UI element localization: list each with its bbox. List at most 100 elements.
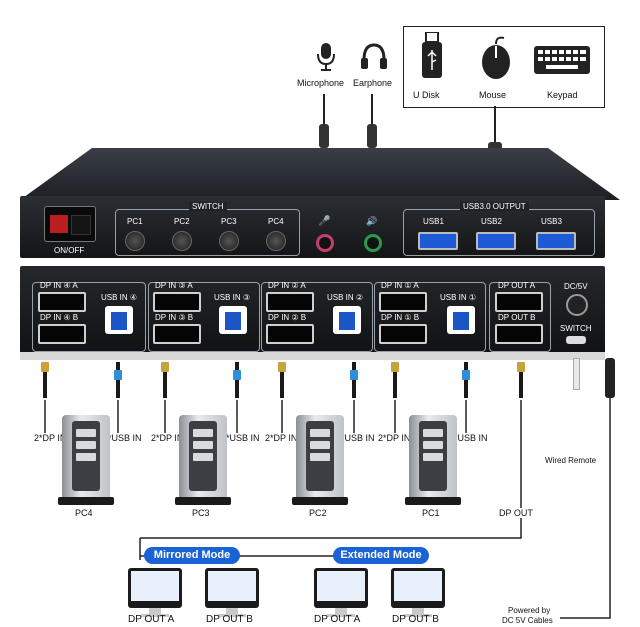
dp-in1b-label: DP IN ① B [381,313,420,322]
usb-cable [352,362,356,398]
dp-in4b-port[interactable] [38,324,86,344]
dp-in2a-port[interactable] [266,292,314,312]
dp-in3b-label: DP IN ③ B [155,313,194,322]
dp-out-cable-tip [517,362,525,372]
udisk-label: U Disk [413,90,440,100]
dp-cable [163,362,167,398]
usb-in4-label: USB IN ④ [101,293,138,302]
earphone-jack[interactable] [364,234,382,252]
usb3-port[interactable] [536,232,576,250]
dp-in3b-port[interactable] [153,324,201,344]
usb-cable [116,362,120,398]
monitor [391,568,445,617]
pc3-button[interactable] [219,231,239,251]
dp-in1a-label: DP IN ① A [381,281,419,290]
dc-label: DC/5V [564,282,588,291]
dp-in4a-port[interactable] [38,292,86,312]
pc1-button-label: PC1 [127,217,143,226]
pc3-tower [175,415,231,505]
dp-cable [43,362,47,398]
dp-in3a-port[interactable] [153,292,201,312]
pc2-tower [292,415,348,505]
speaker-jack-icon: 🔊 [366,216,378,226]
mouse-icon [480,36,512,80]
dp-cable-tip [391,362,399,372]
switch-port[interactable] [566,336,586,344]
input-group-1 [374,282,486,352]
dp-cable [280,362,284,398]
usb-cable [235,362,239,398]
usb-cable-tip [233,370,241,380]
usb1-port[interactable] [418,232,458,250]
usb-in1-port[interactable] [447,306,475,334]
usb-in-label-1: 1*USB IN [449,433,488,443]
mouse-label: Mouse [479,90,507,100]
usb3-label: USB3 [541,217,562,226]
earphone-icon [360,42,388,72]
dp-in1a-port[interactable] [379,292,427,312]
pc2-label: PC2 [309,508,327,518]
usb-in2-port[interactable] [333,306,361,334]
usb-in3-port[interactable] [219,306,247,334]
monitor [314,568,368,617]
mic-jack[interactable] [316,234,334,252]
pc4-label: PC4 [75,508,93,518]
pc4-tower [58,415,114,505]
usb2-port[interactable] [476,232,516,250]
pc1-label: PC1 [422,508,440,518]
powered-by-label: Powered by [508,606,551,615]
dp-in-label-2: 2*DP IN [265,433,298,443]
usb-in3-label: USB IN ③ [214,293,251,302]
dp-in-label-1: 2*DP IN [378,433,411,443]
usb-output-title: USB3.0 OUTPUT [460,202,529,211]
usb-in-label-3: 1*USB IN [221,433,260,443]
usb-cable-tip [462,370,470,380]
dp-cable-tip [278,362,286,372]
usb-cable-line [494,106,496,144]
power-switch[interactable] [44,206,96,242]
dp-in4b-label: DP IN ④ B [40,313,79,322]
pc2-button[interactable] [172,231,192,251]
power-label: ON/OFF [54,246,85,255]
dp-out-a-port[interactable] [495,292,543,312]
earphone-label: Earphone [353,78,393,88]
pc1-button[interactable] [125,231,145,251]
dp-in2b-port[interactable] [266,324,314,344]
dp-in-label-3: 2*DP IN [151,433,184,443]
usb-in4-port[interactable] [105,306,133,334]
dc-cables-label: DC 5V Cables [502,616,553,625]
pc3-label: PC3 [192,508,210,518]
dp-out-b-port[interactable] [495,324,543,344]
switch-title: SWITCH [189,202,227,211]
device-top [20,148,620,200]
dp-out-a-label: DP OUT A [498,281,536,290]
dp-cable-tip [161,362,169,372]
input-group-4 [32,282,146,352]
usb-cable [464,362,468,398]
monitor-label: DP OUT B [206,614,253,625]
dp-in-label-4: 2*DP IN [34,433,67,443]
back-panel-base [20,352,605,360]
input-group-2 [261,282,373,352]
pc4-button[interactable] [266,231,286,251]
dp-in2b-label: DP IN ② B [268,313,307,322]
mic-jack-icon: 🎤 [318,216,331,227]
monitor-label: DP OUT A [314,614,361,625]
pc1-tower [405,415,461,505]
monitor [128,568,182,617]
dp-cable-tip [41,362,49,372]
dp-in4a-label: DP IN ④ A [40,281,78,290]
keyboard-icon [534,46,590,74]
dp-out-cable [519,362,523,398]
monitor [205,568,259,617]
dc-port[interactable] [566,294,588,316]
monitor-label: DP OUT B [392,614,439,625]
dp-out-label: DP OUT [499,508,533,518]
dp-in1b-port[interactable] [379,324,427,344]
usb-in1-label: USB IN ① [440,293,477,302]
monitor-label: DP OUT A [128,614,175,625]
microphone-icon [315,42,337,72]
dp-in2a-label: DP IN ② A [268,281,306,290]
usb-in2-label: USB IN ② [327,293,364,302]
